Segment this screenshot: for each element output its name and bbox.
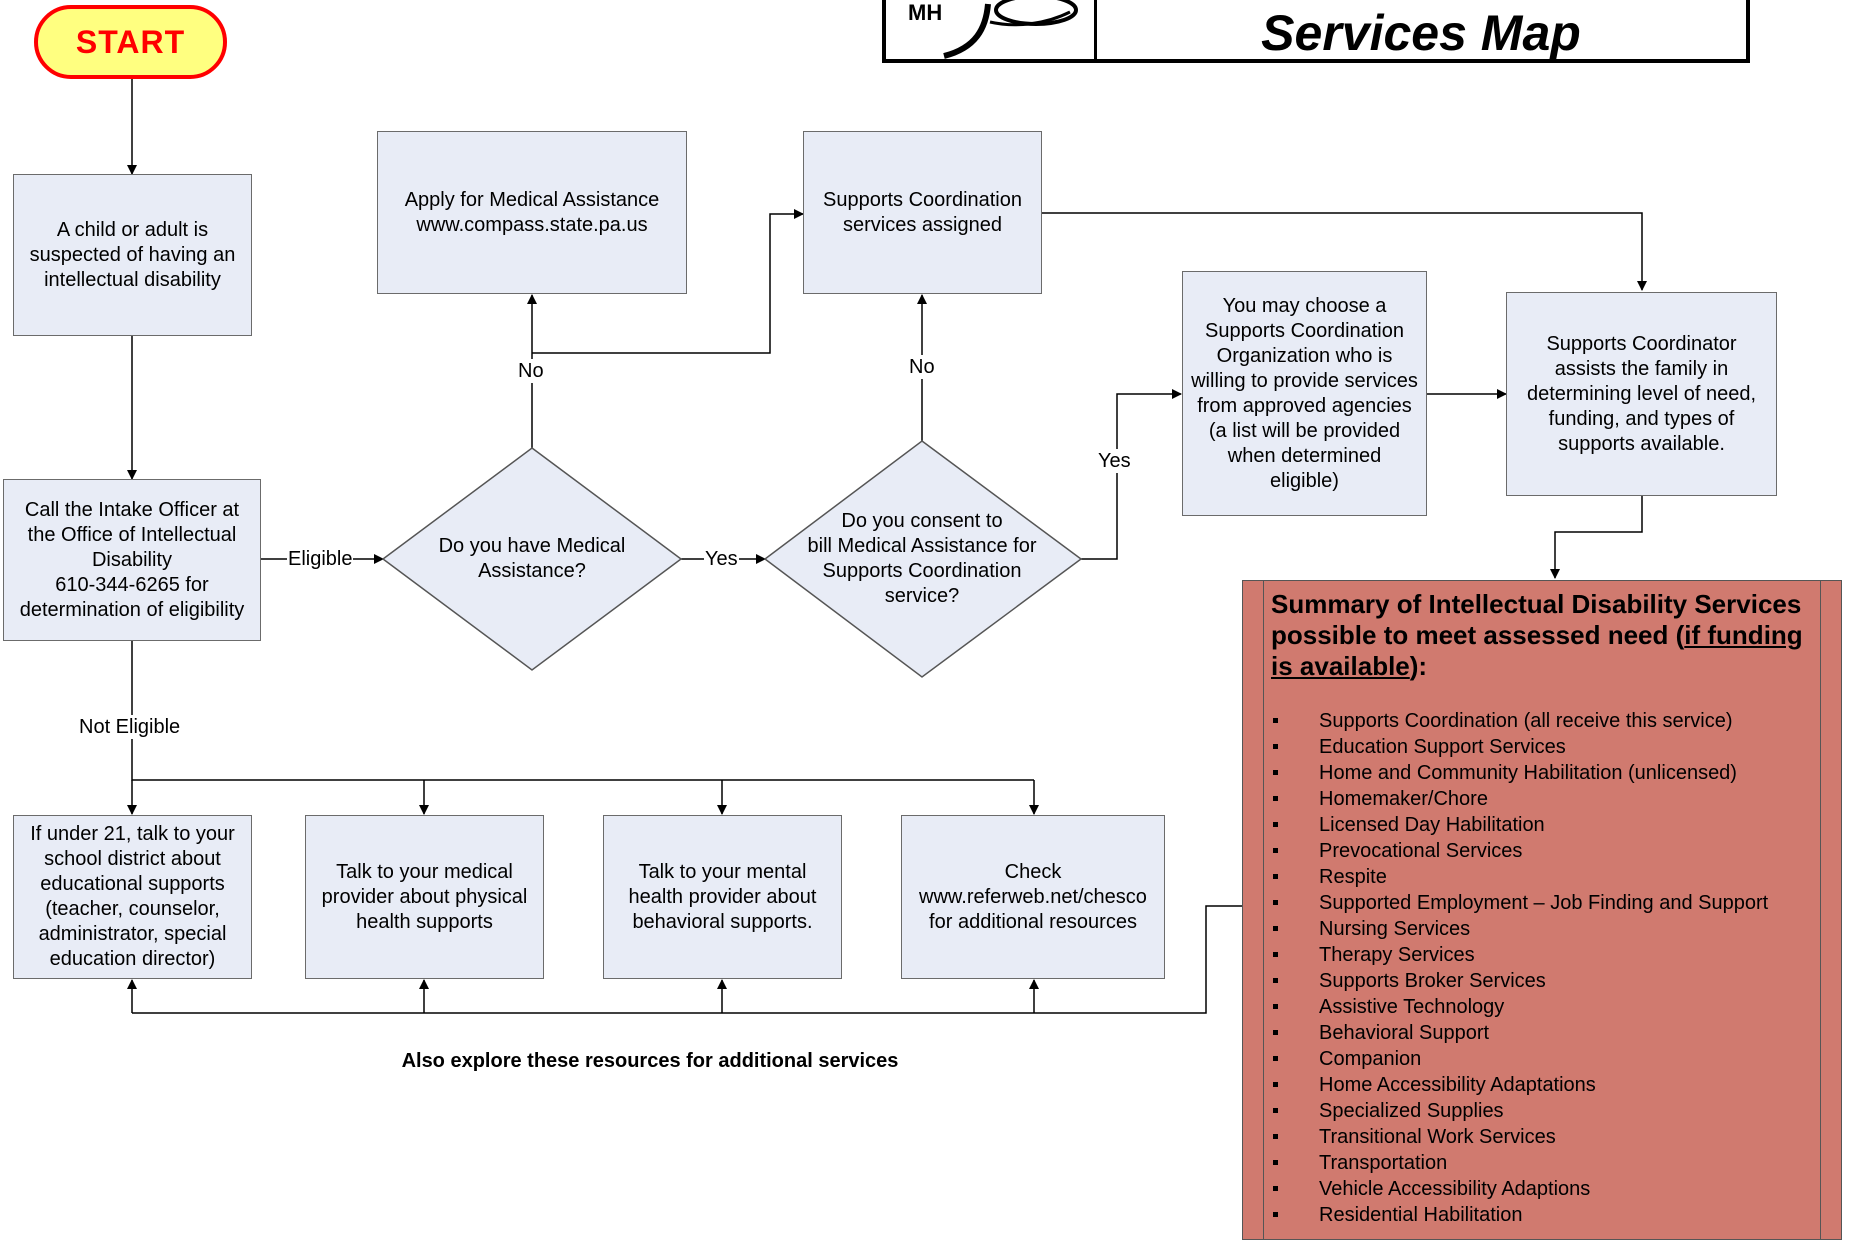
label-no-ma: No [517,359,545,383]
logo: MH [886,0,1097,59]
list-item: Homemaker/Chore [1271,786,1768,812]
edge-summary-resources [132,905,1242,1014]
list-item: Supports Coordination (all receive this … [1271,708,1768,734]
list-item: Behavioral Support [1271,1020,1768,1046]
summary-title: Summary of Intellectual Disability Servi… [1271,589,1831,682]
node-call-intake: Call the Intake Officer at the Office of… [3,479,261,641]
list-item: Transportation [1271,1150,1768,1176]
logo-swoosh-icon [943,0,1078,59]
list-item: Supported Employment – Job Finding and S… [1271,890,1768,916]
label-not-eligible: Not Eligible [78,715,182,739]
list-item: Prevocational Services [1271,838,1768,864]
list-item: Companion [1271,1046,1768,1072]
decision-consent-shape [763,440,1083,678]
list-item: Supports Broker Services [1271,968,1768,994]
edge-sc-coord [1041,212,1647,291]
list-item: Residential Habilitation [1271,1202,1768,1228]
list-item: Vehicle Accessibility Adaptions [1271,1176,1768,1202]
list-item: Specialized Supplies [1271,1098,1768,1124]
decision-have-ma-shape [381,447,683,671]
node-school: If under 21, talk to your school distric… [13,815,252,979]
label-no-consent: No [908,355,936,379]
edge-coord-summary [1550,496,1643,579]
list-item: Home Accessibility Adaptations [1271,1072,1768,1098]
summary-title-part1: Summary of Intellectual Disability Servi… [1271,589,1802,650]
decision-have-ma: Do you have Medical Assistance? [438,535,626,582]
edge-apply-sc [532,209,804,354]
page-title: Services Map [1261,4,1581,61]
panel-edge-left [1263,581,1264,1239]
node-medical: Talk to your medical provider about phys… [305,815,544,979]
list-item: Respite [1271,864,1768,890]
list-item: Education Support Services [1271,734,1768,760]
node-apply-ma: Apply for Medical Assistance www.compass… [377,131,687,294]
edge-consent-choose [1081,389,1182,560]
list-item: Therapy Services [1271,942,1768,968]
list-item: Licensed Day Habilitation [1271,812,1768,838]
decision-consent-ma: Do you consent to bill Medical Assistanc… [807,510,1037,607]
label-yes-consent: Yes [1097,449,1132,473]
services-list: Supports Coordination (all receive this … [1271,708,1768,1228]
list-item: Home and Community Habilitation (unlicen… [1271,760,1768,786]
panel-edge-right [1820,581,1821,1239]
edge-notelig-bus [131,640,1034,781]
summary-title-part2: ): [1409,651,1428,681]
node-choose-sco: You may choose a Supports Coordination O… [1182,271,1427,516]
list-item: Nursing Services [1271,916,1768,942]
label-eligible: Eligible [287,547,354,571]
list-item: Assistive Technology [1271,994,1768,1020]
node-sc-assigned: Supports Coordination services assigned [803,131,1042,294]
explore-resources-label: Also explore these resources for additio… [401,1050,899,1072]
logo-text: MH [908,0,943,25]
label-yes-ma: Yes [704,547,739,571]
header-banner: MH Services Map [882,0,1750,63]
list-item: Transitional Work Services [1271,1124,1768,1150]
node-referweb: Check www.referweb.net/chesco for additi… [901,815,1165,979]
start-terminal: START [34,5,227,79]
node-mental: Talk to your mental health provider abou… [603,815,842,979]
node-coordinator: Supports Coordinator assists the family … [1506,292,1777,496]
node-suspected: A child or adult is suspected of having … [13,174,252,336]
services-summary-panel: Summary of Intellectual Disability Servi… [1242,580,1842,1240]
summary-title-underlined: if funding is available [1271,620,1803,681]
